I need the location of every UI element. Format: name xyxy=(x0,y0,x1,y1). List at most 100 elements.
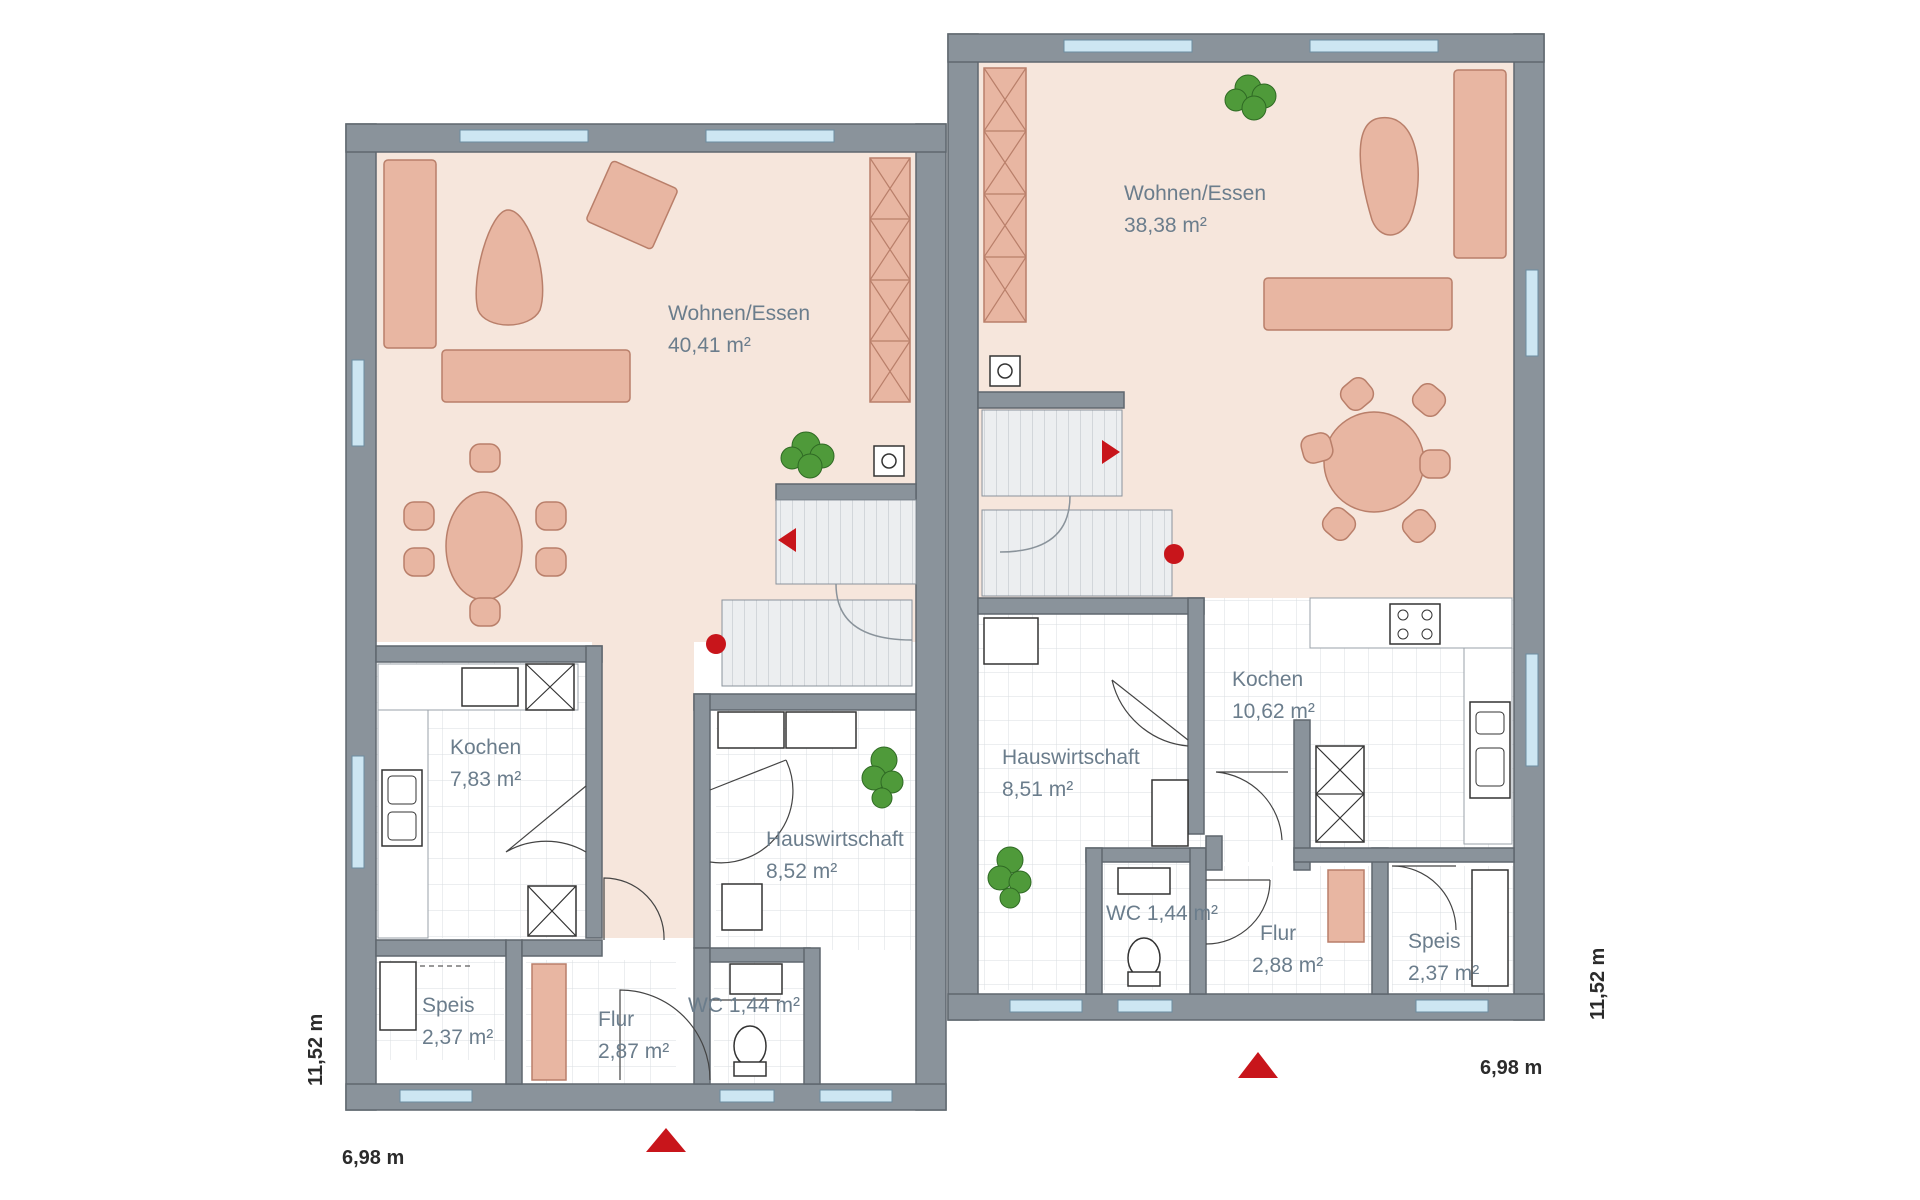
wall-hall-left xyxy=(1293,719,1311,871)
window xyxy=(399,1089,473,1103)
room-name: Speis xyxy=(422,994,475,1017)
wall-wc-right xyxy=(1189,847,1207,995)
entrance-marker-icon xyxy=(1238,1052,1278,1078)
room-name: Speis xyxy=(1408,930,1461,953)
chair xyxy=(1401,508,1437,544)
room-area: 7,83 m² xyxy=(450,768,521,791)
wall-wc-right xyxy=(803,947,821,1085)
dryer-icon xyxy=(1151,779,1189,847)
coffee-table xyxy=(475,209,544,326)
window xyxy=(351,755,365,869)
coffee-table xyxy=(1359,117,1419,236)
wall-kitchen-top xyxy=(375,645,603,663)
room-label-wc: WC 1,44 m² xyxy=(1106,902,1218,925)
wall-outer-top xyxy=(345,123,947,153)
window xyxy=(1063,39,1193,53)
dimension-width: 6,98 m xyxy=(1480,1057,1542,1079)
shelf xyxy=(983,67,1027,323)
washer-icon xyxy=(717,711,785,749)
sink-icon xyxy=(381,769,423,847)
wall-utility-right xyxy=(1187,597,1205,835)
wall-flur-top xyxy=(521,939,603,957)
wall-wc-left xyxy=(693,947,711,1085)
house-left: Wohnen/Essen 40,41 m² Kochen 7,83 m² Hau… xyxy=(305,123,947,1169)
door-entrance xyxy=(619,989,711,1081)
plant-icon xyxy=(987,846,1032,909)
room-name: Kochen xyxy=(450,736,521,759)
room-area: 2,37 m² xyxy=(422,1026,493,1049)
wall-utility-left xyxy=(693,693,711,949)
wall-wc-top xyxy=(709,947,811,963)
wall-outer-left xyxy=(947,33,979,1021)
door-wc xyxy=(1205,879,1271,945)
wardrobe xyxy=(531,963,567,1081)
sofa xyxy=(1263,277,1453,331)
wardrobe xyxy=(1327,869,1365,943)
sofa xyxy=(383,159,437,349)
door-utility xyxy=(709,759,794,864)
room-name: Wohnen/Essen xyxy=(1124,182,1266,205)
window xyxy=(705,129,835,143)
room-area: 2,37 m² xyxy=(1408,962,1479,985)
room-label-wc: WC 1,44 m² xyxy=(688,994,800,1017)
window xyxy=(1309,39,1439,53)
room-name: Kochen xyxy=(1232,668,1303,691)
window xyxy=(819,1089,893,1103)
cooktop-icon xyxy=(1389,603,1441,645)
boiler-icon xyxy=(721,883,763,931)
stair-start-icon xyxy=(1164,544,1184,564)
wall-utility-top xyxy=(693,693,917,711)
chair xyxy=(403,547,435,577)
dimension-height: 11,52 m xyxy=(1587,948,1609,1020)
stove-icon xyxy=(989,355,1021,387)
wall-wc-top xyxy=(1085,847,1207,863)
window xyxy=(719,1089,775,1103)
plant-icon xyxy=(1224,74,1277,121)
oven-icon xyxy=(461,667,519,707)
entrance-marker-icon xyxy=(646,1128,686,1152)
wall-kitchen-right xyxy=(585,645,603,939)
armchair xyxy=(586,160,678,250)
chair xyxy=(1300,432,1334,464)
room-area: 40,41 m² xyxy=(668,334,751,357)
window xyxy=(1525,269,1539,357)
plant-icon xyxy=(861,746,904,809)
window xyxy=(351,359,365,447)
stair-arrow-icon xyxy=(778,528,796,552)
house-right: Wohnen/Essen 38,38 m² Kochen 10,62 m² Ha… xyxy=(947,33,1609,1079)
room-name: Flur xyxy=(598,1008,634,1031)
door-kitchen xyxy=(1215,771,1288,841)
window xyxy=(1117,999,1173,1013)
room-area: 8,51 m² xyxy=(1002,778,1073,801)
pantry-shelf xyxy=(379,961,417,1031)
hall-floor xyxy=(592,642,694,938)
sofa xyxy=(1453,69,1507,259)
chair xyxy=(1339,376,1375,412)
stairs xyxy=(981,409,1123,497)
window xyxy=(1009,999,1083,1013)
washbasin-icon xyxy=(729,963,783,995)
wall-stair-top xyxy=(977,391,1125,409)
stove-icon xyxy=(873,445,905,477)
dining-table xyxy=(445,491,523,601)
window xyxy=(1525,653,1539,767)
wall-hall-divider xyxy=(1205,835,1223,871)
dryer-icon xyxy=(785,711,857,749)
sofa xyxy=(441,349,631,403)
wall-outer-left xyxy=(345,123,377,1111)
wall-outer-right xyxy=(1513,33,1545,1021)
chair xyxy=(1411,382,1447,418)
door-pantry xyxy=(1391,865,1457,931)
door-kitchen xyxy=(505,785,587,853)
window xyxy=(459,129,589,143)
chair xyxy=(1321,506,1357,542)
pantry-shelf xyxy=(1471,869,1509,987)
wall-pantry-right xyxy=(505,939,523,1085)
door-utility xyxy=(1111,679,1189,747)
chair xyxy=(403,501,435,531)
wall-hall-right xyxy=(1371,847,1389,995)
room-name: Flur xyxy=(1260,922,1296,945)
washbasin-icon xyxy=(1117,867,1171,895)
room-area: 2,88 m² xyxy=(1252,954,1323,977)
